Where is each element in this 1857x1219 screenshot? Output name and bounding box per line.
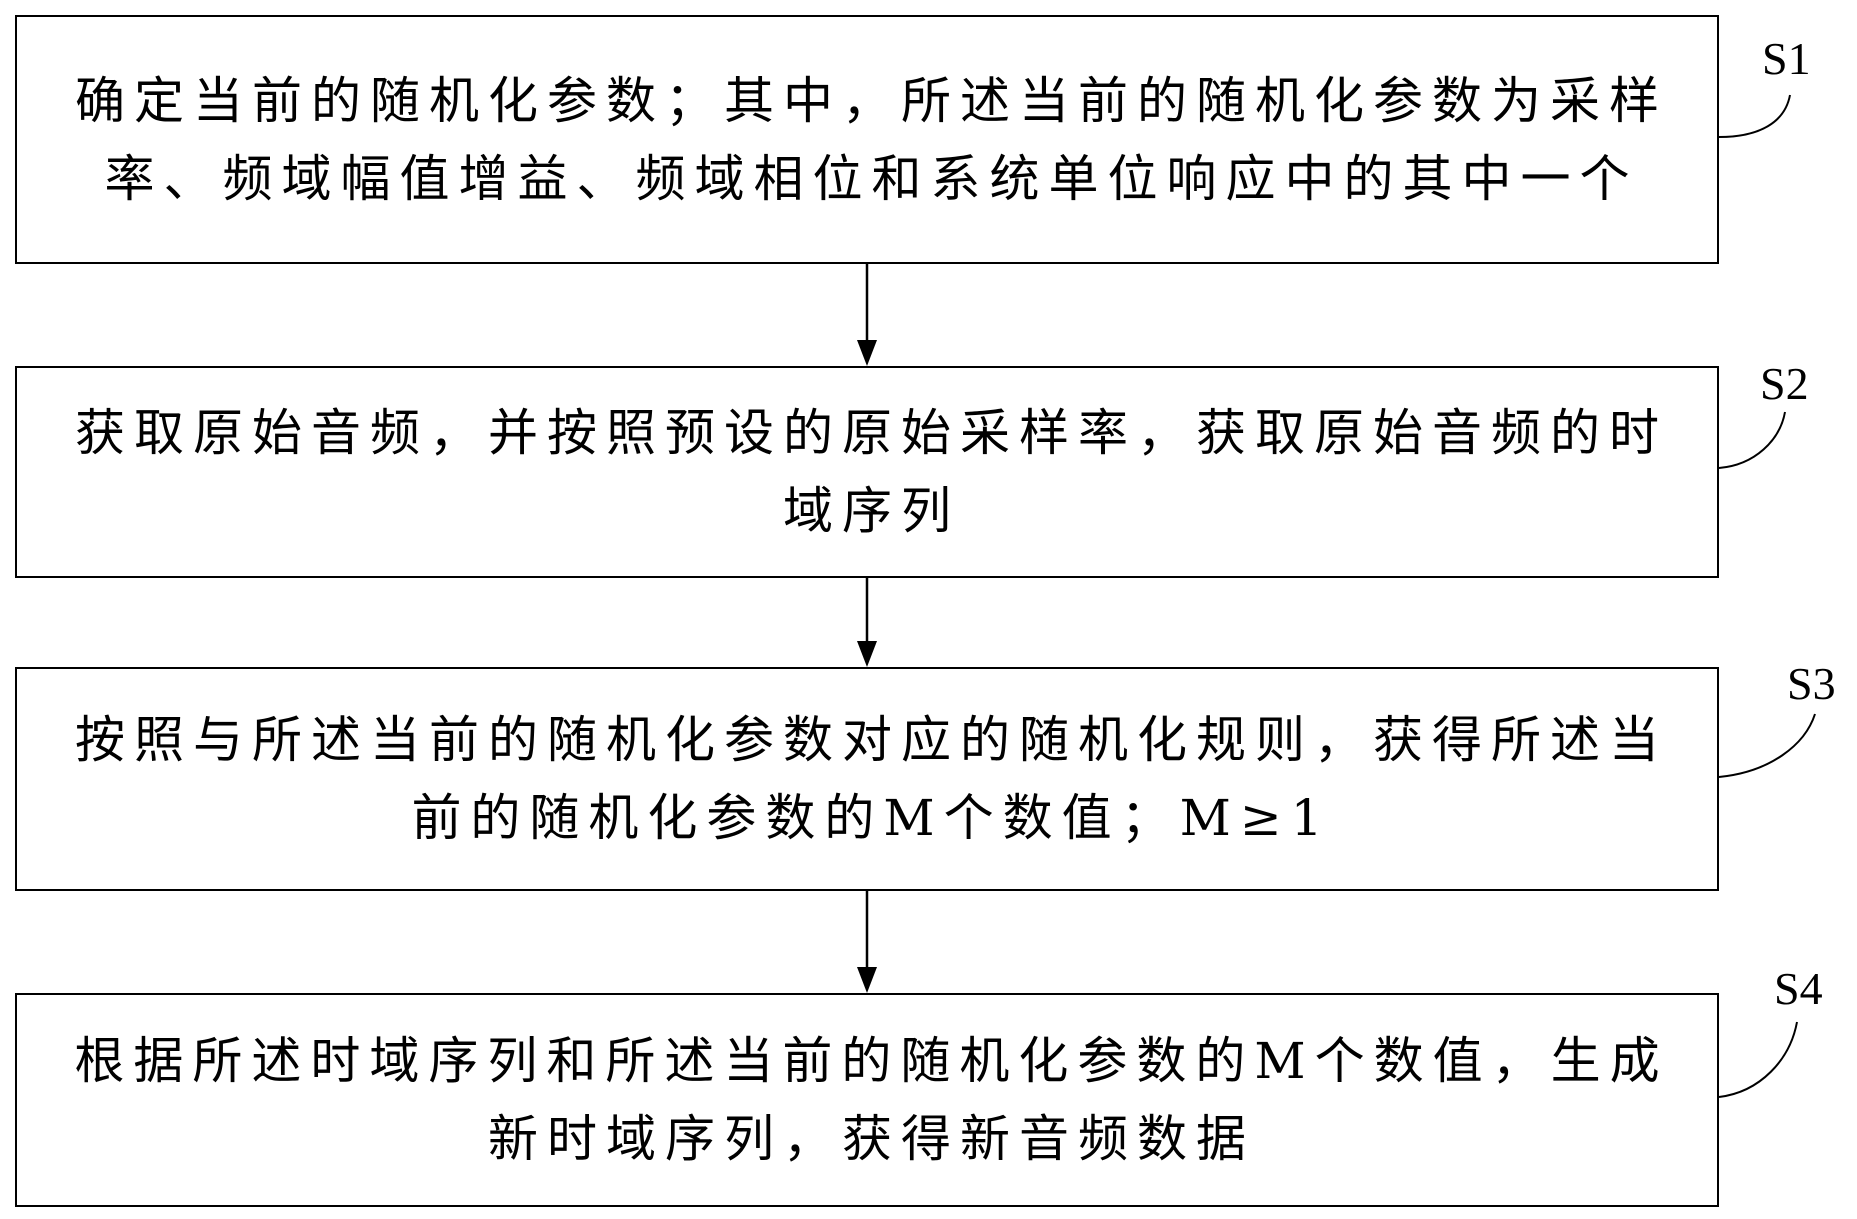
leader-curve-s1 (1718, 94, 1791, 138)
arrow-head (857, 641, 877, 667)
step-box-s2: 获取原始音频，并按照预设的原始采样率，获取原始音频的时 域序列 (15, 366, 1719, 578)
step-text-line: 率、频域幅值增益、频域相位和系统单位响应中的其中一个 (104, 149, 1639, 208)
step-box-s1: 确定当前的随机化参数；其中，所述当前的随机化参数为采样 率、频域幅值增益、频域相… (15, 15, 1719, 264)
step-text-line: 获取原始音频，并按照预设的原始采样率，获取原始音频的时 (75, 404, 1668, 462)
arrow-head (857, 967, 877, 993)
arrow-s1-to-s2 (857, 264, 877, 366)
step-text-line: 前的随机化参数的M个数值；M≥1 (411, 789, 1332, 847)
step-text-line: 新时域序列，获得新音频数据 (488, 1110, 1255, 1168)
step-text-line: 确定当前的随机化参数；其中，所述当前的随机化参数为采样 (75, 71, 1668, 130)
step-box-s3: 按照与所述当前的随机化参数对应的随机化规则，获得所述当 前的随机化参数的M个数值… (15, 667, 1719, 891)
step-box-s4: 根据所述时域序列和所述当前的随机化参数的M个数值，生成 新时域序列，获得新音频数… (15, 993, 1719, 1207)
leader-curve-s2 (1718, 411, 1786, 469)
step-text-line: 按照与所述当前的随机化参数对应的随机化规则，获得所述当 (75, 711, 1668, 769)
arrow-s3-to-s4 (857, 891, 877, 993)
step-label-s3: S3 (1787, 658, 1836, 709)
leader-curve-s4 (1718, 1021, 1798, 1098)
leader-curve-s3 (1718, 713, 1816, 778)
step-label-s2: S2 (1760, 358, 1809, 409)
step-label-s4: S4 (1774, 963, 1823, 1014)
arrow-head (857, 340, 877, 366)
step-label-s1: S1 (1762, 33, 1811, 84)
step-text-line: 根据所述时域序列和所述当前的随机化参数的M个数值，生成 (74, 1032, 1669, 1090)
step-text-line: 域序列 (783, 482, 960, 540)
arrow-s2-to-s3 (857, 578, 877, 667)
